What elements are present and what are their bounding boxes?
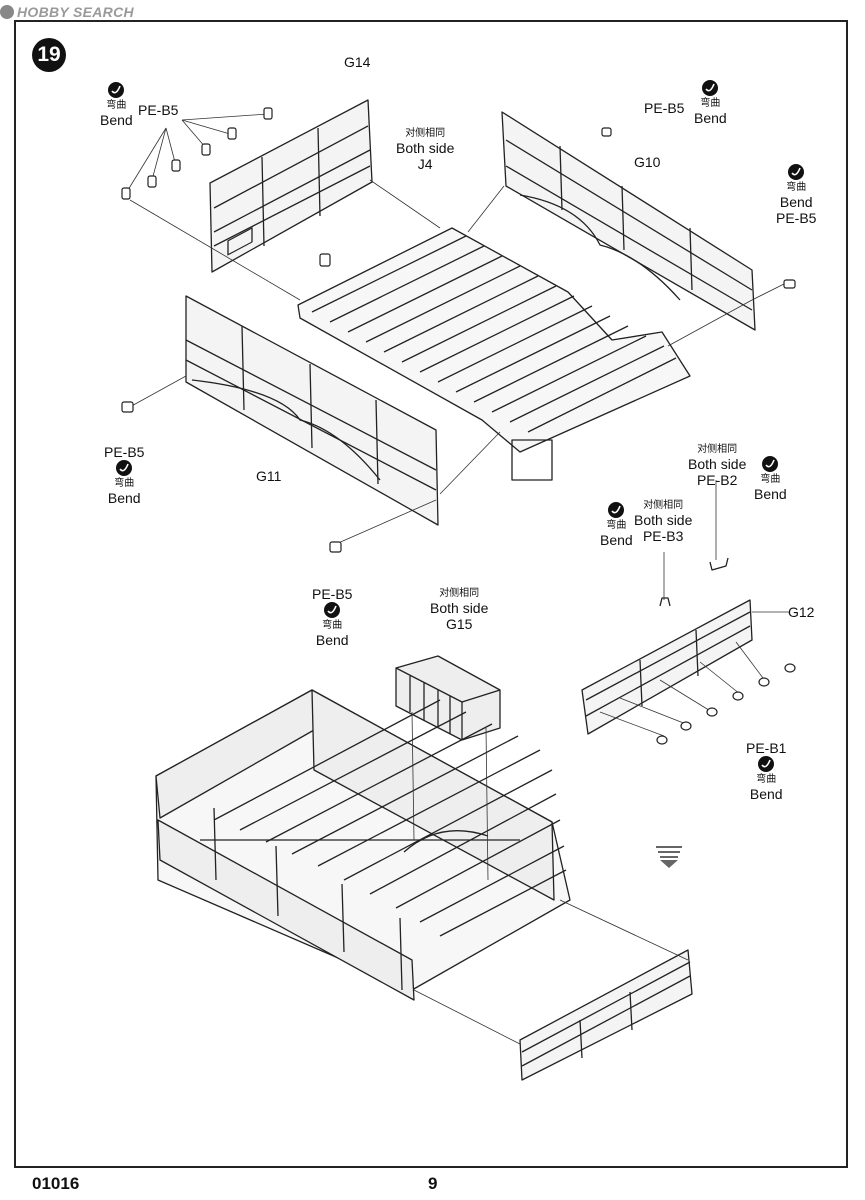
bend-icon [324,602,341,618]
bend-icon [758,756,775,772]
bend-icon [762,456,779,472]
bend-icon [788,164,805,180]
label-bend-topleft: 弯曲 Bend [100,82,133,128]
label-both-side-g15: 对侧相同 Both side G15 [430,588,489,632]
part-g10-panel [501,111,756,331]
label-g14: G14 [344,54,371,70]
part-rear-tailgate [519,949,693,1081]
label-pe-b5-left: PE-B5 弯曲 Bend [104,444,145,506]
label-bend-topright: 弯曲 Bend [694,80,727,126]
page-number: 9 [428,1174,438,1193]
label-bend-right: 弯曲 Bend PE-B5 [776,164,816,226]
label-g10: G10 [634,154,661,170]
label-pe-b5-topleft: PE-B5 [138,102,179,118]
bend-icon [702,80,719,96]
bend-icon [108,82,125,98]
watermark-logo-icon [0,5,14,19]
label-bend-pe-b2: 弯曲 Bend [754,456,787,502]
bend-icon [608,502,625,518]
label-pe-b1: PE-B1 弯曲 Bend [746,740,787,802]
frame-top-line [14,20,848,22]
part-g11-panel [185,295,439,526]
assembly-arrow [656,846,682,868]
label-bend-pe-b3: 弯曲 Bend [600,502,633,548]
frame-right-line [846,20,848,1168]
step-number-badge: 19 [32,38,66,72]
frame-left-line [14,20,16,1168]
assembled-truck-bed [155,689,571,1001]
watermark-text: HOBBY SEARCH [17,4,134,20]
label-pe-b5-topright: PE-B5 [644,100,685,116]
part-floor-top [297,227,691,481]
label-both-side-pe-b2: 对侧相同 Both side PE-B2 [688,444,747,488]
label-g11: G11 [256,468,282,484]
product-code: 01016 [32,1174,80,1193]
label-both-side-j4: 对侧相同 Both side J4 [396,128,455,172]
label-g12: G12 [788,604,815,620]
label-pe-b5-bottom: PE-B5 弯曲 Bend [312,586,353,648]
label-both-side-pe-b3: 对侧相同 Both side PE-B3 [634,500,693,544]
part-g14-panel [209,99,373,273]
part-g15-box [395,655,501,741]
frame-bottom-line [14,1166,848,1168]
hobby-search-watermark: HOBBY SEARCH [0,4,134,20]
bend-icon [116,460,133,476]
part-g12-tailgate [581,557,753,735]
